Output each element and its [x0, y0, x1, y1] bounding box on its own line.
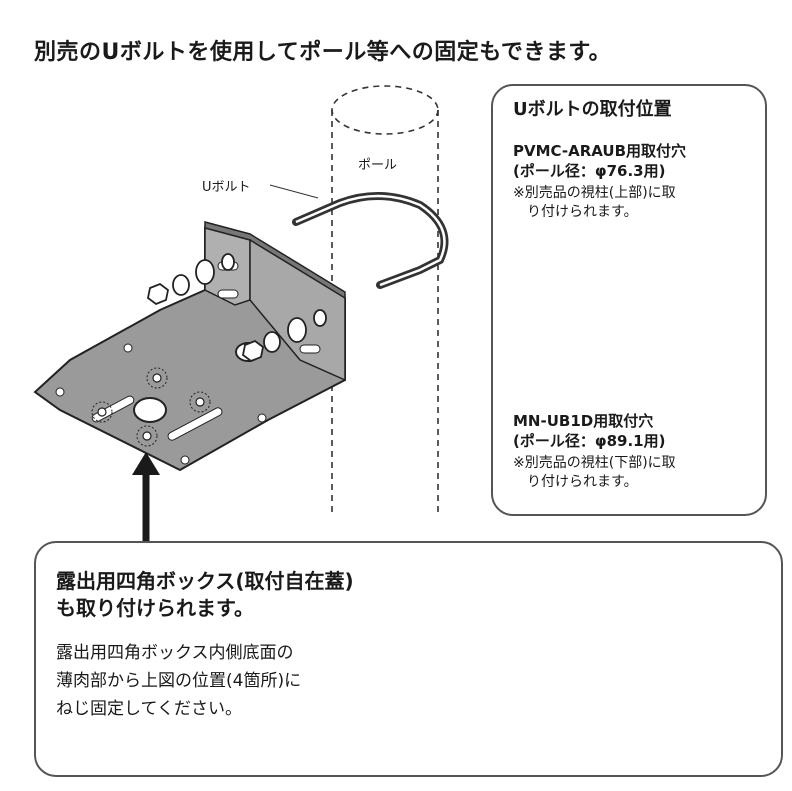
pole-label: ポール: [358, 158, 398, 173]
panel-heading: Uボルトの取付位置: [513, 99, 672, 120]
nuts-and-washers: [147, 253, 327, 363]
lower-hole-model: MN-UB1D用取付穴: [513, 412, 654, 430]
note-body-line-3: ねじ固定してください。: [56, 699, 242, 719]
u-bolt-thread: [295, 194, 446, 287]
note-title: 露出用四角ボックス(取付自在蓋) も取り付けられます。: [56, 568, 354, 622]
note-body-line-2: 薄肉部から上図の位置(4箇所)に: [56, 671, 302, 691]
lower-hole-note-1: ※別売品の視柱(下部)に取: [513, 455, 676, 471]
u-bolt-leader: [269, 184, 319, 199]
upper-hole-diameter: (ポール径：φ76.3用): [513, 162, 666, 180]
bracket-plate: [33, 221, 346, 472]
ubolt-position-panel: Uボルトの取付位置 PVMC-ARAUB用取付穴 (ポール径：φ76.3用) ※…: [491, 84, 767, 516]
u-bolt-label: Uボルト: [202, 180, 251, 195]
note-title-line-1: 露出用四角ボックス(取付自在蓋): [56, 569, 354, 593]
pole-outline: [331, 85, 439, 512]
junction-box-note-panel: 露出用四角ボックス(取付自在蓋) も取り付けられます。 露出用四角ボックス内側底…: [34, 541, 783, 777]
u-bolt-graphic: [292, 192, 449, 289]
upper-hole-note-1: ※別売品の視柱(上部)に取: [513, 185, 676, 201]
page-title: 別売のUボルトを使用してポール等への固定もできます。: [34, 40, 612, 65]
arrow-up-icon: [132, 452, 160, 548]
note-title-line-2: も取り付けられます。: [56, 596, 254, 620]
upper-hole-note-2: り付けられます。: [527, 204, 638, 220]
note-body: 露出用四角ボックス内側底面の 薄肉部から上図の位置(4箇所)に ねじ固定してくだ…: [56, 639, 301, 723]
lower-hole-diameter: (ポール径：φ89.1用): [513, 432, 666, 450]
upper-hole-model: PVMC-ARAUB用取付穴: [513, 142, 687, 160]
lower-hole-note-2: り付けられます。: [527, 474, 638, 490]
note-body-line-1: 露出用四角ボックス内側底面の: [56, 643, 294, 663]
